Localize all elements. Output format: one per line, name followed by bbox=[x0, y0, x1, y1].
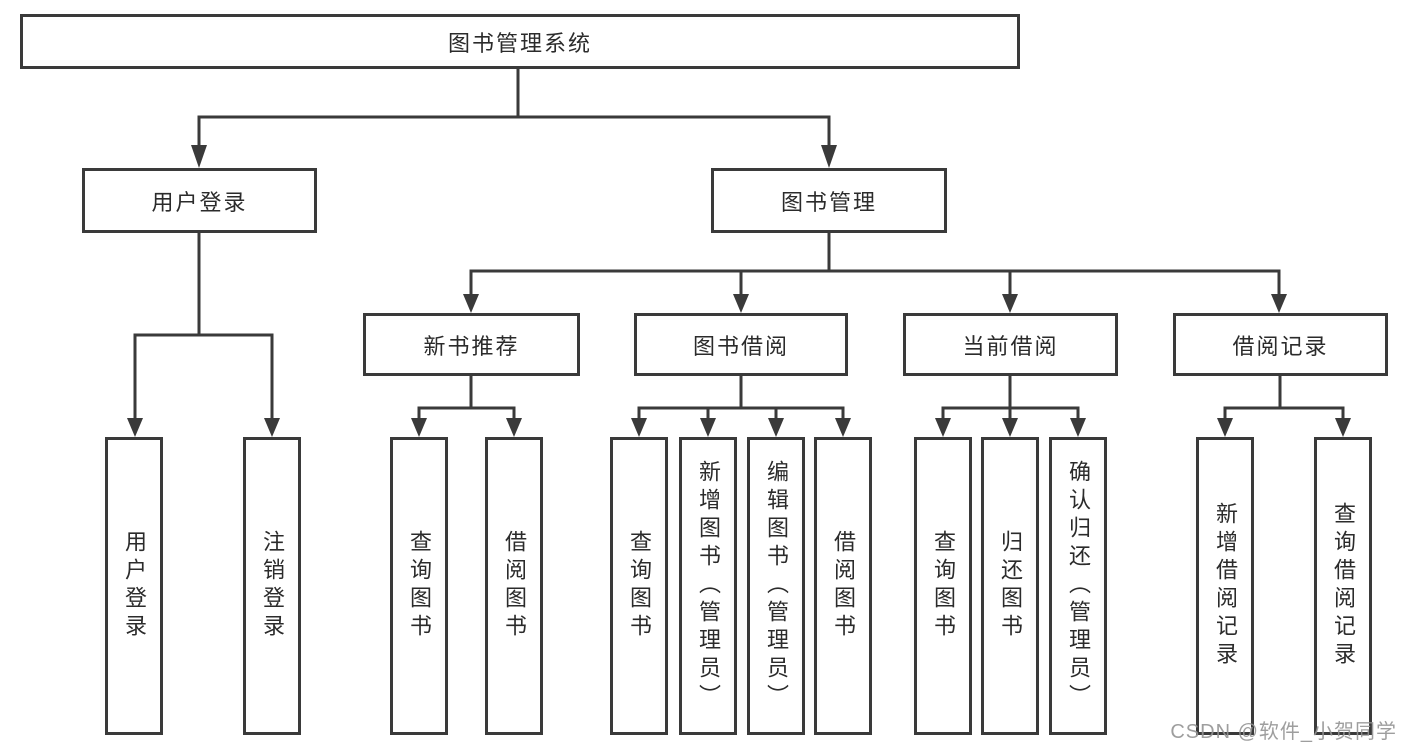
node-book-borrow-label: 图书借阅 bbox=[692, 333, 789, 359]
leaf-br-query-record: 查询借阅记录 bbox=[1314, 437, 1372, 735]
node-borrow-records: 借阅记录 bbox=[1173, 313, 1388, 376]
connector-new-book-rec bbox=[417, 376, 516, 420]
leaf-cb-confirm-return: 确认归还（管理员） bbox=[1049, 437, 1107, 735]
leaf-bb-edit-books: 编辑图书（管理员） bbox=[747, 437, 805, 735]
node-new-book-rec-label: 新书推荐 bbox=[423, 333, 520, 359]
leaf-cb-confirm-return-label: 确认归还（管理员） bbox=[1066, 460, 1091, 712]
connector-current-borrow bbox=[941, 376, 1080, 420]
leaf-rec-query-books-label: 查询图书 bbox=[407, 530, 432, 642]
leaf-logout: 注销登录 bbox=[243, 437, 301, 735]
node-borrow-records-label: 借阅记录 bbox=[1232, 333, 1329, 359]
leaf-rec-query-books: 查询图书 bbox=[390, 437, 448, 735]
connector-book-mgmt bbox=[469, 233, 1281, 296]
leaf-bb-edit-books-label: 编辑图书（管理员） bbox=[764, 460, 789, 712]
node-current-borrow: 当前借阅 bbox=[903, 313, 1118, 376]
connector-user-login bbox=[133, 233, 274, 420]
node-root: 图书管理系统 bbox=[20, 14, 1020, 69]
node-new-book-rec: 新书推荐 bbox=[363, 313, 580, 376]
leaf-user-login-label: 用户登录 bbox=[122, 530, 147, 642]
connector-book-borrow bbox=[637, 376, 845, 420]
connector-root bbox=[197, 69, 831, 146]
leaf-br-add-record: 新增借阅记录 bbox=[1196, 437, 1254, 735]
leaf-bb-add-books: 新增图书（管理员） bbox=[679, 437, 737, 735]
leaf-bb-query-books-label: 查询图书 bbox=[627, 530, 652, 642]
leaf-bb-query-books: 查询图书 bbox=[610, 437, 668, 735]
leaf-logout-label: 注销登录 bbox=[260, 530, 285, 642]
leaf-cb-return-books: 归还图书 bbox=[981, 437, 1039, 735]
leaf-bb-borrow-books: 借阅图书 bbox=[814, 437, 872, 735]
node-user-login-label: 用户登录 bbox=[151, 189, 248, 215]
leaf-br-add-record-label: 新增借阅记录 bbox=[1213, 502, 1238, 670]
node-root-label: 图书管理系统 bbox=[447, 30, 592, 56]
leaf-rec-borrow-books: 借阅图书 bbox=[485, 437, 543, 735]
leaf-bb-borrow-books-label: 借阅图书 bbox=[831, 530, 856, 642]
connector-borrow-records bbox=[1223, 376, 1345, 420]
node-book-mgmt-label: 图书管理 bbox=[780, 189, 877, 215]
leaf-cb-return-books-label: 归还图书 bbox=[998, 530, 1023, 642]
node-current-borrow-label: 当前借阅 bbox=[962, 333, 1059, 359]
watermark-text: CSDN @软件_小贺同学 bbox=[1170, 721, 1397, 743]
node-user-login: 用户登录 bbox=[82, 168, 317, 233]
leaf-bb-add-books-label: 新增图书（管理员） bbox=[696, 460, 721, 712]
leaf-cb-query-books: 查询图书 bbox=[914, 437, 972, 735]
node-book-borrow: 图书借阅 bbox=[634, 313, 848, 376]
leaf-br-query-record-label: 查询借阅记录 bbox=[1331, 502, 1356, 670]
leaf-rec-borrow-books-label: 借阅图书 bbox=[502, 530, 527, 642]
leaf-user-login: 用户登录 bbox=[105, 437, 163, 735]
node-book-mgmt: 图书管理 bbox=[711, 168, 947, 233]
leaf-cb-query-books-label: 查询图书 bbox=[931, 530, 956, 642]
